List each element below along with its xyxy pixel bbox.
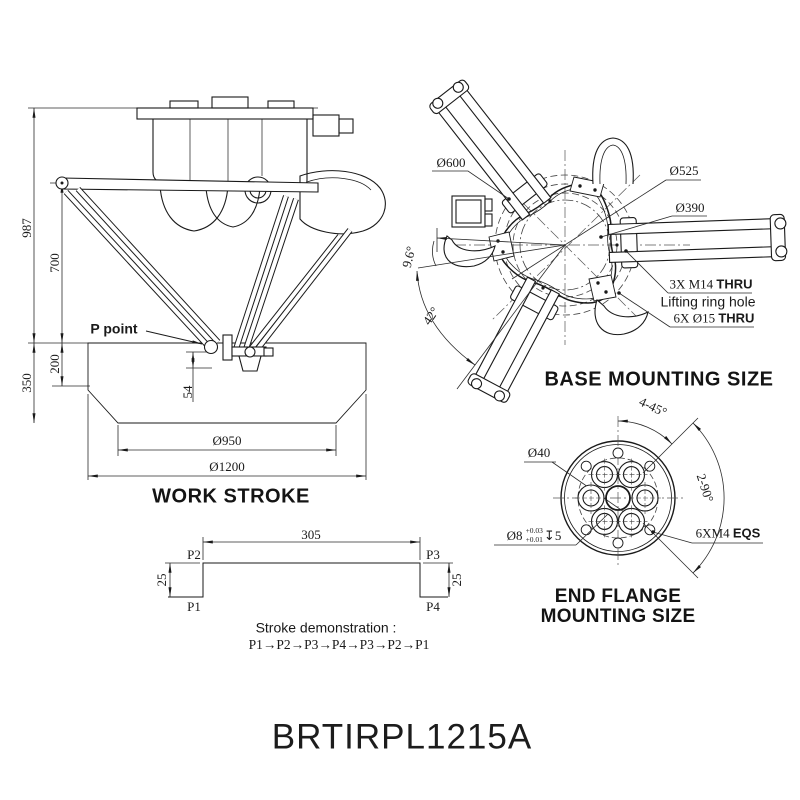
p-point-label: P point [90, 320, 138, 337]
dim-upper-stroke: 200 [47, 354, 63, 374]
note-m4-size: 6XM4 [695, 525, 733, 541]
dim-outer-diameter: Ø1200 [209, 459, 245, 475]
point-p2-label: P2 [187, 547, 201, 563]
dim-inner-diameter: Ø950 [212, 433, 242, 449]
dim-d8: Ø8 [506, 528, 523, 544]
dim-right-rise: 25 [449, 573, 465, 587]
dim-stroke-depth: 350 [19, 373, 35, 393]
depth-spec: ↧5 [543, 528, 562, 544]
dim-tool-offset: 54 [180, 385, 196, 399]
point-p1-label: P1 [187, 599, 201, 615]
note-m14-thru: THRU [716, 276, 753, 292]
note-m14-size: 3X M14 [669, 276, 717, 292]
stroke-demo-drawing [165, 537, 453, 598]
base-mounting-caption: BASE MOUNTING SIZE [544, 368, 774, 391]
note-m4: 6XM4 EQS [696, 526, 761, 543]
note-m4-eqs: EQS [732, 525, 761, 541]
dim-left-rise: 25 [154, 573, 170, 587]
note-d15: 6X Ø15 THRU [674, 311, 755, 328]
stroke-demo-heading: Stroke demonstration : [255, 619, 397, 636]
point-p3-label: P3 [426, 547, 440, 563]
dim-total-height: 987 [19, 218, 35, 238]
end-flange-caption-line2: MOUNTING SIZE [540, 606, 696, 628]
end-flange-caption-line1: END FLANGE [554, 586, 682, 608]
work-stroke-caption: WORK STROKE [152, 485, 310, 508]
note-m14: 3X M14 THRU [669, 277, 752, 294]
end-flange-drawing [494, 416, 763, 579]
note-lifting-ring: Lifting ring hole [660, 293, 756, 310]
work-stroke-drawing [28, 96, 386, 480]
dim-d525: Ø525 [669, 163, 699, 179]
base-mounting-drawing [416, 79, 788, 403]
dim-d8-group: Ø8+0.03+0.01↧5 [507, 527, 562, 545]
tolerance-upper: +0.03 [525, 526, 543, 536]
note-d15-thru: THRU [718, 310, 755, 326]
dim-arm-height: 700 [47, 253, 63, 273]
dim-d40: Ø40 [527, 445, 551, 461]
dim-stroke-width: 305 [301, 527, 321, 543]
dim-d600: Ø600 [436, 155, 466, 171]
dim-d390: Ø390 [675, 200, 705, 216]
tolerance-lower: +0.01 [525, 534, 543, 544]
point-p4-label: P4 [426, 599, 440, 615]
model-title: BRTIRPL1215A [271, 717, 533, 757]
note-d15-size: 6X Ø15 [673, 310, 719, 326]
stroke-demo-sequence: P1→P2→P3→P4→P3→P2→P1 [248, 636, 430, 652]
